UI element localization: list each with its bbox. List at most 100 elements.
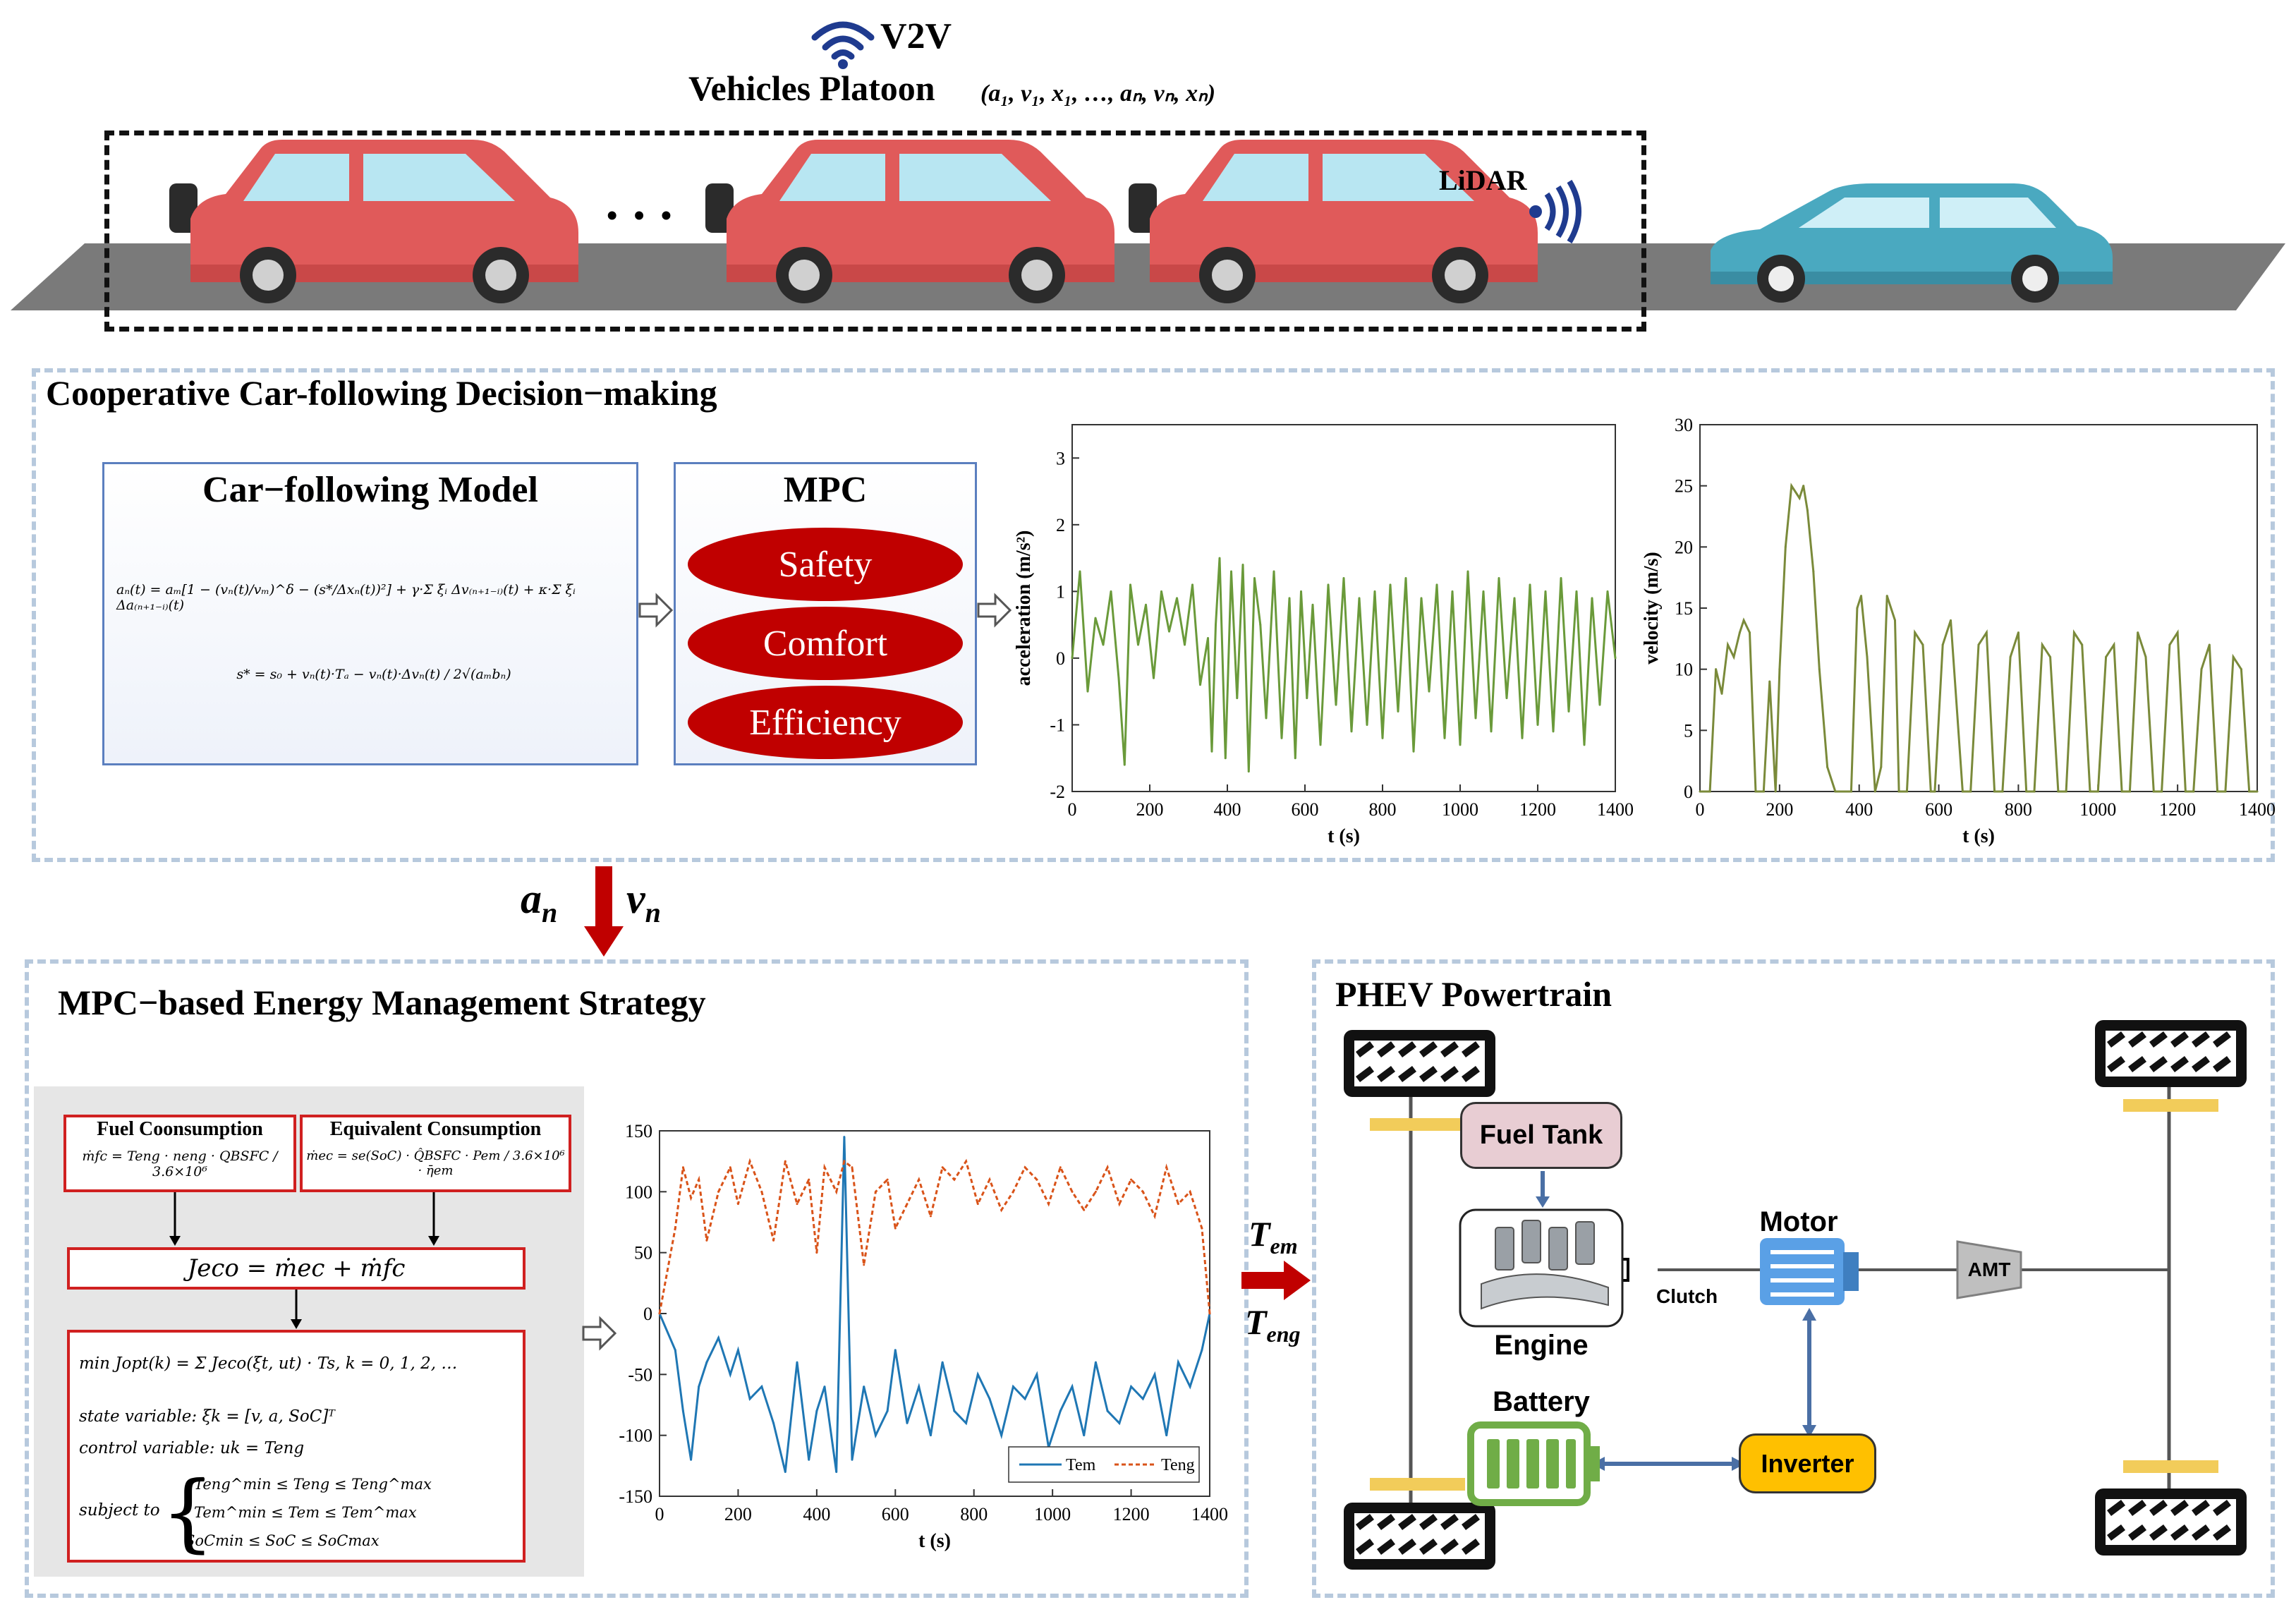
y-tick-label: 20 bbox=[1675, 537, 1693, 557]
data-point bbox=[674, 1349, 676, 1352]
data-point bbox=[1094, 1190, 1097, 1193]
data-point bbox=[1141, 1190, 1144, 1193]
data-point bbox=[1894, 619, 1896, 621]
constraint-2: Tem^min ≤ Tem ≤ Tem^max bbox=[194, 1504, 417, 1521]
data-point bbox=[1969, 790, 1972, 793]
data-point bbox=[874, 1434, 877, 1437]
car-following-equation-2: s* = s₀ + vₙ(t)·Tₐ − vₙ(t)·Δvₙ(t) / 2√(a… bbox=[236, 667, 511, 682]
data-point bbox=[1035, 1373, 1038, 1376]
data-point bbox=[863, 1263, 865, 1266]
motor-label: Motor bbox=[1759, 1206, 1838, 1237]
data-point bbox=[965, 1421, 968, 1424]
data-point bbox=[2232, 655, 2235, 658]
data-point bbox=[772, 1239, 775, 1242]
data-point bbox=[784, 1470, 786, 1473]
data-point bbox=[1207, 637, 1209, 640]
jeco-equation: Jeco = ṁec + ṁfc bbox=[187, 1254, 406, 1283]
data-point bbox=[1754, 790, 1757, 793]
data-point bbox=[2081, 643, 2084, 646]
data-point bbox=[1459, 744, 1462, 746]
data-point bbox=[1130, 1385, 1133, 1388]
x-tick-label: 400 bbox=[1845, 799, 1873, 820]
data-point bbox=[1137, 643, 1139, 646]
data-point bbox=[1165, 1434, 1168, 1437]
data-point bbox=[808, 1458, 810, 1461]
car-following-model-box bbox=[102, 462, 638, 765]
data-point bbox=[1856, 607, 1859, 610]
data-point bbox=[1059, 1166, 1062, 1169]
constraint-brace: { bbox=[161, 1464, 215, 1562]
data-point bbox=[717, 1190, 720, 1193]
y-tick-label: 1 bbox=[1056, 581, 1065, 602]
data-point bbox=[1873, 790, 1876, 793]
data-point bbox=[874, 1190, 877, 1193]
data-point bbox=[1294, 757, 1296, 760]
data-point bbox=[1993, 790, 1996, 793]
data-point bbox=[2144, 655, 2147, 658]
data-point bbox=[1253, 576, 1256, 579]
flow-arrow-2 bbox=[977, 593, 1012, 631]
legend-label: Teng bbox=[1161, 1456, 1195, 1474]
x-tick-label: 200 bbox=[1766, 799, 1793, 820]
data-point bbox=[1880, 765, 1883, 768]
data-point bbox=[1768, 680, 1771, 683]
control-variable: control variable: uk = Teng bbox=[79, 1439, 305, 1457]
data-point bbox=[1977, 643, 1980, 646]
torque-right-arrow bbox=[1241, 1259, 1312, 1304]
data-point bbox=[929, 1434, 932, 1437]
leading-car bbox=[1703, 180, 2120, 310]
data-point bbox=[1141, 1397, 1144, 1400]
data-point bbox=[717, 1337, 720, 1340]
data-point bbox=[929, 1215, 932, 1218]
y-tick-label: 5 bbox=[1684, 720, 1693, 741]
car-following-equation-1: aₙ(t) = aₘ[1 − (vₙ(t)/vₘ)^δ − (s*/Δxₙ(t)… bbox=[116, 582, 576, 613]
data-point bbox=[1842, 790, 1845, 793]
data-point bbox=[658, 1312, 661, 1315]
data-point bbox=[1335, 703, 1337, 706]
data-point bbox=[1849, 790, 1852, 793]
data-point bbox=[1897, 790, 1900, 793]
data-point bbox=[2168, 643, 2171, 646]
y-tick-label: 10 bbox=[1675, 660, 1693, 680]
data-point bbox=[1798, 497, 1801, 499]
data-point bbox=[2113, 643, 2115, 646]
data-point bbox=[1350, 730, 1353, 733]
data-point bbox=[906, 1421, 909, 1424]
data-point bbox=[2033, 790, 2036, 793]
data-point bbox=[918, 1178, 921, 1181]
y-tick-label: -50 bbox=[628, 1364, 652, 1385]
y-tick-label: -2 bbox=[1050, 782, 1065, 802]
flow-arrow-1 bbox=[638, 593, 674, 631]
y-tick-label: 0 bbox=[643, 1304, 652, 1324]
data-point bbox=[1117, 677, 1120, 679]
x-tick-label: 1200 bbox=[2159, 799, 2196, 820]
data-point bbox=[1012, 1385, 1014, 1388]
constraint-1: Teng^min ≤ Teng ≤ Teng^max bbox=[194, 1476, 432, 1493]
data-point bbox=[1024, 1166, 1026, 1169]
teng-label: Teng bbox=[1245, 1302, 1301, 1347]
optimization-box bbox=[67, 1330, 526, 1563]
data-point bbox=[1784, 545, 1787, 548]
data-point bbox=[681, 1166, 684, 1169]
car-following-model-title: Car−following Model bbox=[202, 470, 538, 510]
x-tick-label: 1400 bbox=[2239, 799, 2276, 820]
data-point bbox=[2161, 790, 2163, 793]
data-point bbox=[674, 1227, 676, 1230]
data-point bbox=[1177, 1203, 1179, 1206]
clutch-label: Clutch bbox=[1656, 1285, 1718, 1307]
data-point bbox=[1921, 643, 1924, 646]
data-point bbox=[760, 1190, 763, 1193]
data-point bbox=[1451, 590, 1454, 593]
data-point bbox=[1933, 790, 1936, 793]
jeco-box bbox=[67, 1247, 526, 1290]
lidar-label: LiDAR bbox=[1439, 164, 1527, 196]
data-point bbox=[1059, 1409, 1062, 1412]
an-label-sub: n bbox=[542, 897, 558, 928]
data-point bbox=[1482, 590, 1485, 593]
data-point bbox=[1184, 643, 1186, 646]
data-point bbox=[2176, 631, 2179, 634]
powertrain-panel bbox=[1312, 959, 2275, 1598]
data-point bbox=[1247, 770, 1250, 773]
data-point bbox=[1749, 631, 1751, 634]
data-point bbox=[941, 1361, 944, 1364]
